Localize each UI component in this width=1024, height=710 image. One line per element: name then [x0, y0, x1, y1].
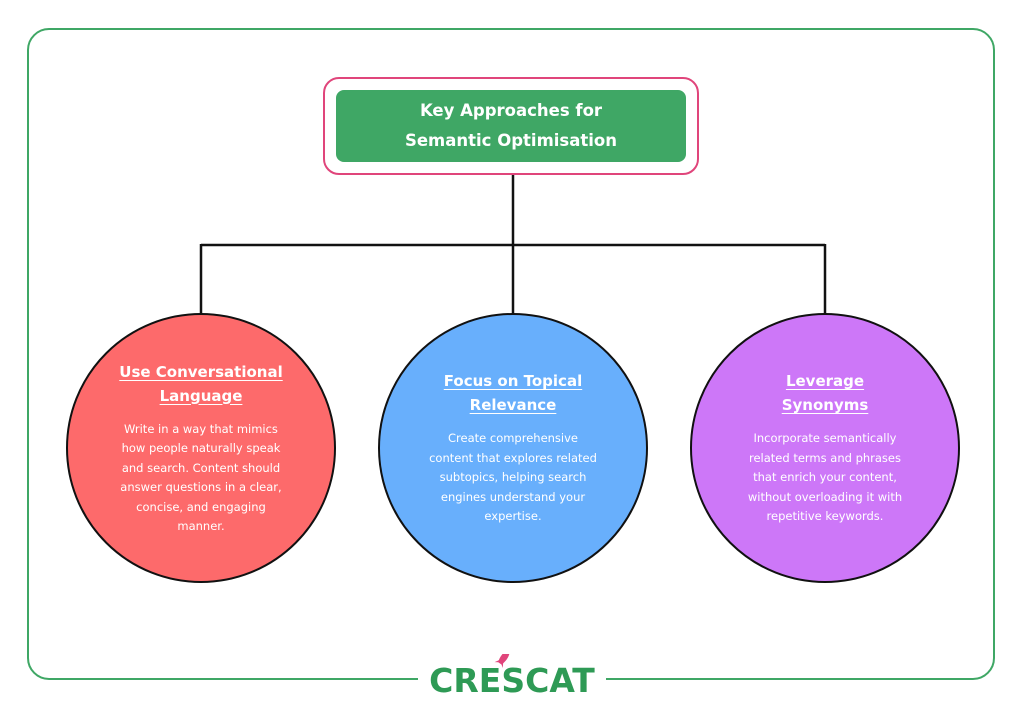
node-description: Write in a way that mimics how people na…	[120, 421, 282, 534]
node-title: Use Conversational Language	[119, 362, 283, 405]
node-description: Incorporate semantically related terms a…	[747, 431, 903, 524]
node-title: Leverage Synonyms	[781, 372, 869, 415]
node-description: Create comprehensive content that explor…	[429, 431, 597, 524]
title-box: Key Approaches for Semantic Optimisation	[323, 77, 699, 175]
node-title: Focus on Topical Relevance	[443, 372, 583, 415]
svg-text:CRESCAT: CRESCAT	[429, 661, 595, 700]
approach-node-topical-relevance: Focus on Topical Relevance Create compre…	[378, 313, 648, 583]
title-box-fill: Key Approaches for Semantic Optimisation	[336, 90, 686, 162]
approach-node-conversational-language: Use Conversational Language Write in a w…	[66, 313, 336, 583]
approach-node-leverage-synonyms: Leverage Synonyms Incorporate semantical…	[690, 313, 960, 583]
crescat-logo: CRESCAT	[418, 652, 606, 704]
rocket-icon	[494, 654, 510, 668]
crescat-logo-mark: CRESCAT	[429, 654, 595, 700]
diagram-title: Key Approaches for Semantic Optimisation	[404, 101, 618, 150]
